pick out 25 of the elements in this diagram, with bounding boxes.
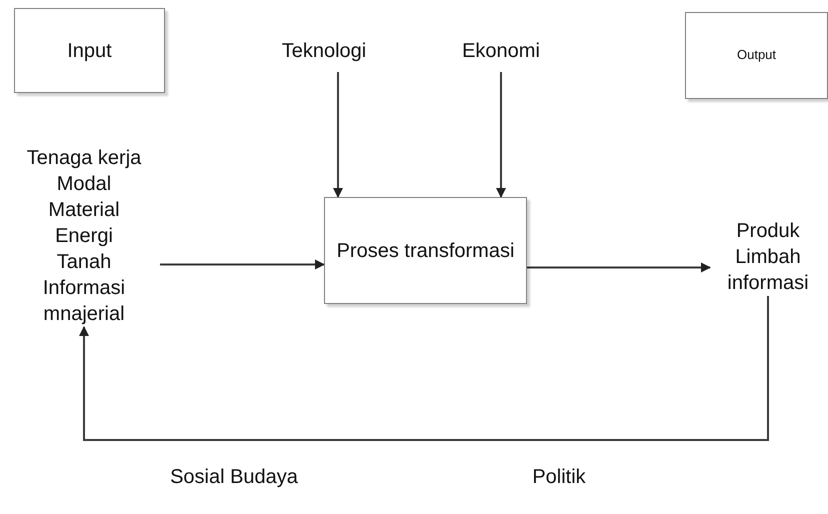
process-box bbox=[324, 197, 527, 304]
input-box bbox=[14, 8, 165, 93]
box-label: Proses transformasi bbox=[336, 238, 514, 264]
list-item: Informasi bbox=[42, 276, 126, 301]
list-item: Tenaga kerja bbox=[26, 146, 142, 171]
arrow bbox=[496, 72, 506, 198]
list-item: Produk bbox=[736, 219, 800, 244]
list-item: Limbah bbox=[735, 245, 801, 270]
arrow bbox=[160, 260, 325, 270]
influence-label: Sosial Budaya bbox=[169, 465, 299, 490]
arrow bbox=[527, 262, 711, 272]
list-item: Material bbox=[48, 198, 120, 223]
factor-text: Teknologi bbox=[268, 38, 380, 64]
list-item: Energi bbox=[55, 224, 113, 249]
list-item: informasi bbox=[727, 271, 809, 296]
box-label: Output bbox=[736, 47, 776, 64]
box-label: Input bbox=[67, 38, 112, 64]
arrow bbox=[333, 72, 343, 198]
list-item: Tanah bbox=[56, 250, 112, 275]
list-item: Modal bbox=[56, 172, 112, 197]
factor-text: Ekonomi bbox=[448, 38, 554, 64]
influence-label: Politik bbox=[531, 465, 587, 490]
output-box bbox=[685, 12, 828, 99]
arrow bbox=[79, 296, 769, 441]
list-item: mnajerial bbox=[43, 302, 125, 327]
